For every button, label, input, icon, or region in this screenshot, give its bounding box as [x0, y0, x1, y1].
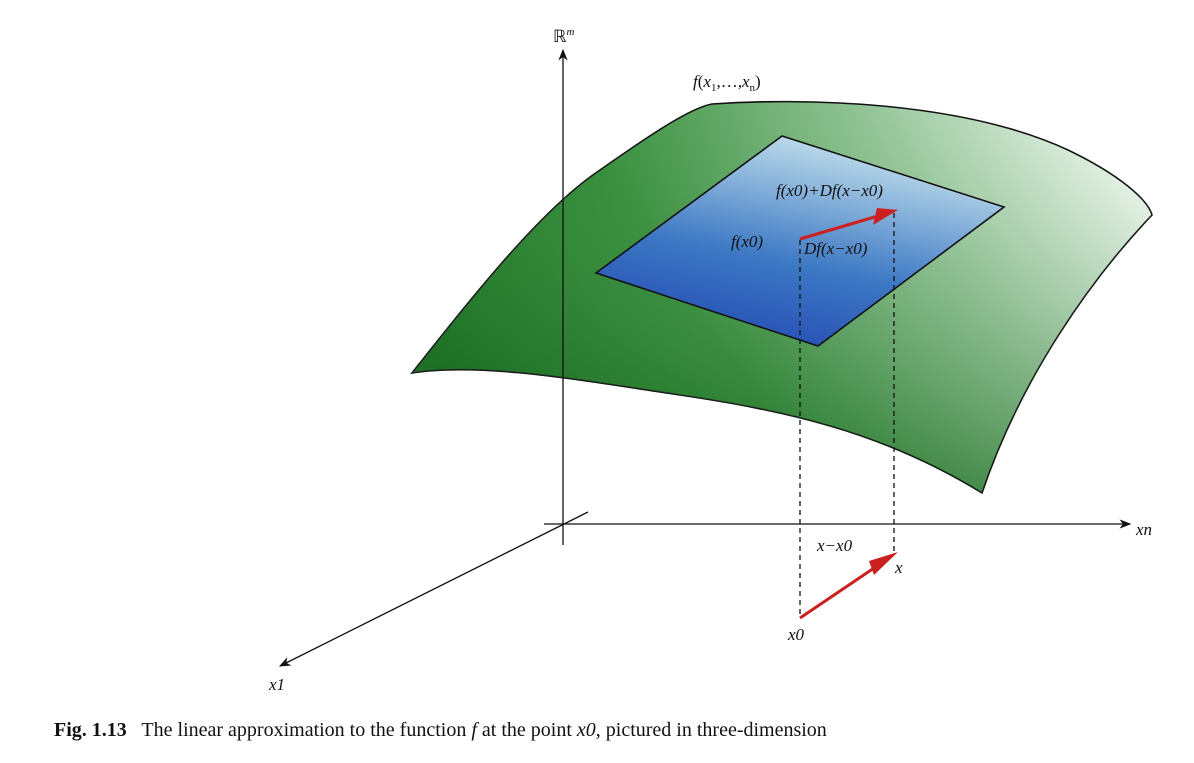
displacement-arrow-head [869, 552, 898, 575]
label-point-value: f(x0) [731, 232, 763, 251]
derivative-arrow-head [873, 208, 898, 225]
label-point-x: x [894, 558, 903, 577]
caption-text-before: The linear approximation to the function [141, 719, 467, 741]
axis-x-1 [278, 511, 589, 667]
derivative-arrow [799, 214, 879, 241]
displacement-arrow [799, 562, 881, 620]
label-surface-function: f(x1,…,xn) [693, 72, 761, 94]
label-derivative: Df(x−x0) [803, 239, 868, 258]
label-axis-x-n: xn [1135, 520, 1152, 539]
figure-caption: Fig. 1.13 The linear approximation to th… [54, 719, 1154, 742]
label-point-x0: x0 [787, 625, 805, 644]
caption-function-symbol: f [471, 719, 477, 741]
figure-number: Fig. 1.13 [54, 719, 127, 741]
label-r-m: ℝm [553, 26, 574, 46]
caption-text-mid: at the point [481, 719, 572, 741]
label-difference: x−x0 [816, 536, 853, 555]
caption-text-after: , pictured in three-dimension [595, 719, 827, 741]
label-plane-function: f(x0)+Df(x−x0) [776, 181, 883, 200]
label-axis-x-1: x1 [268, 675, 285, 694]
caption-point-symbol: x0 [576, 719, 596, 741]
linear-approximation-figure: ℝm f(x1,…,xn) f(x0)+Df(x−x0) f(x0) Df(x−… [268, 26, 1153, 694]
